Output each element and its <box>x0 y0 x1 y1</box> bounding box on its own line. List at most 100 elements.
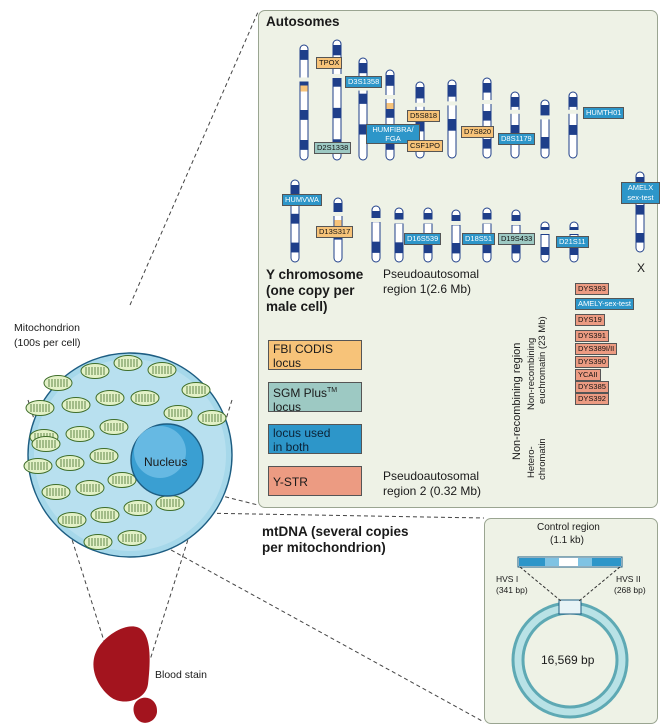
mitochondrion <box>181 382 211 398</box>
chromosome <box>385 69 395 161</box>
mitochondria <box>23 355 227 550</box>
heterochromatin-label-1: Hetero- <box>526 446 537 478</box>
mitochondrion <box>123 500 153 516</box>
mitochondrion <box>57 512 87 528</box>
locus-d16s539: D16S539 <box>404 233 442 245</box>
mitochondrion <box>90 507 120 523</box>
ystr-dys392: DYS392 <box>575 393 609 405</box>
chromosome <box>568 91 578 159</box>
mitochondrion-label-2: (100s per cell) <box>14 337 81 349</box>
legend-ystr-line1: Y-STR <box>273 475 308 489</box>
legend-fbi-line2: locus <box>273 356 302 370</box>
locus-d13s317: D13S317 <box>316 226 354 238</box>
locus-d19s433: D19S433 <box>498 233 536 245</box>
ystr-dys391: DYS391 <box>575 330 609 342</box>
control-region-label-1: Control region <box>537 522 600 533</box>
legend-sgm-line1: SGM Plus <box>273 386 328 400</box>
chromosome <box>299 44 309 161</box>
ystr-dys390: DYS390 <box>575 356 609 368</box>
mitochondrion <box>99 419 129 435</box>
locus-amelx: AMELX sex-test <box>621 182 660 204</box>
mitochondrion <box>83 534 113 550</box>
par2-label-1: Pseudoautosomal <box>383 469 480 483</box>
ystr-dys385: DYS385 <box>575 381 609 393</box>
chromosome <box>510 91 520 159</box>
hvs1-label-2: (341 bp) <box>496 585 528 595</box>
mitochondrion <box>75 480 105 496</box>
chromosome <box>540 221 550 263</box>
nonrecombining-label: Non-recombining region <box>511 342 523 460</box>
mitochondrion <box>65 426 95 442</box>
locus-d5s818: D5S818 <box>407 110 441 122</box>
mitochondrion <box>155 495 185 511</box>
mitochondrion <box>147 362 177 378</box>
mitochondrion <box>80 363 110 379</box>
locus-d3s1358: D3S1358 <box>345 76 383 88</box>
legend-sgm-line2: locus <box>273 400 302 414</box>
locus-humth01: HUMTH01 <box>583 107 625 119</box>
mitochondrion-label-1: Mitochondrion <box>14 322 80 334</box>
mitochondrion <box>61 397 91 413</box>
hvs1-label-1: HVS I <box>496 574 519 584</box>
ystr-dys389: DYS389I/II <box>575 343 618 355</box>
mitochondrion <box>23 458 53 474</box>
locus-d7s820: D7S820 <box>461 126 495 138</box>
mtdna-size-label: 16,569 bp <box>541 653 595 667</box>
ystr-ycaii: YCAII <box>575 369 601 381</box>
chromosome <box>540 99 550 159</box>
mitochondrion <box>113 355 143 371</box>
mitochondrion <box>130 390 160 406</box>
locus-fga: HUMFIBRA/ FGA <box>366 124 420 144</box>
legend-sgm-tm: TM <box>327 387 338 394</box>
locus-d18s51: D18S51 <box>462 233 496 245</box>
ystr-dys393: DYS393 <box>575 283 609 295</box>
locus-humvwa: HUMVWA <box>282 194 322 206</box>
blood-stain-shape <box>93 626 158 723</box>
par1-label-2: region 1(2.6 Mb) <box>383 282 472 296</box>
legend-ystr: Y-STR <box>268 466 362 496</box>
legend-both-line2: in both <box>273 440 310 454</box>
locus-csf1po: CSF1PO <box>407 140 444 152</box>
mitochondrion <box>31 436 61 452</box>
ystr-amely: AMELY-sex-test <box>575 298 634 310</box>
mitochondrion <box>163 405 193 421</box>
nucleus-label: Nucleus <box>144 455 188 469</box>
hvs2-label-2: (268 bp) <box>614 585 646 595</box>
mitochondrion <box>43 375 73 391</box>
hvs2-label-1: HVS II <box>616 574 641 584</box>
locus-tpox: TPOX <box>316 57 343 69</box>
mtdna-circle <box>511 599 629 719</box>
mitochondrion <box>41 484 71 500</box>
par2-label-2: region 2 (0.32 Mb) <box>383 484 482 498</box>
chromosome <box>451 209 461 263</box>
locus-d2s1338: D2S1338 <box>314 142 352 154</box>
chromosome <box>447 79 457 159</box>
control-region-bar <box>517 556 623 602</box>
heterochromatin-label-2: chromatin <box>537 438 548 480</box>
mtdna-title-2: per mitochondrion) <box>262 540 386 555</box>
locus-d8s1179: D8S1179 <box>498 133 535 145</box>
nucleus <box>130 423 204 497</box>
euchromatin-label-2: euchromatin (23 Mb) <box>537 316 548 404</box>
mitochondrion <box>89 448 119 464</box>
chromosome <box>394 207 404 263</box>
mitochondrion <box>107 472 137 488</box>
legend-sgm: SGM PlusTM locus <box>268 382 362 414</box>
chromosome <box>482 77 492 159</box>
chromosome <box>371 205 381 263</box>
euchromatin-label-1: Non-recombining <box>526 337 537 410</box>
legend-both: locus used in both <box>268 424 362 454</box>
mtdna-title-1: mtDNA (several copies <box>262 524 409 539</box>
mitochondrion <box>55 455 85 471</box>
y-title-1: Y chromosome <box>266 267 364 282</box>
blood-stain-label: Blood stain <box>155 669 207 681</box>
x-chromosome-label: X <box>637 261 646 275</box>
locus-d21s11: D21S11 <box>556 236 589 248</box>
y-title-3: male cell) <box>266 299 328 314</box>
ystr-dys19: DYS19 <box>575 314 605 326</box>
autosomes-title: Autosomes <box>266 14 340 29</box>
par1-label-1: Pseudoautosomal <box>383 267 480 281</box>
chromosome <box>358 57 368 161</box>
